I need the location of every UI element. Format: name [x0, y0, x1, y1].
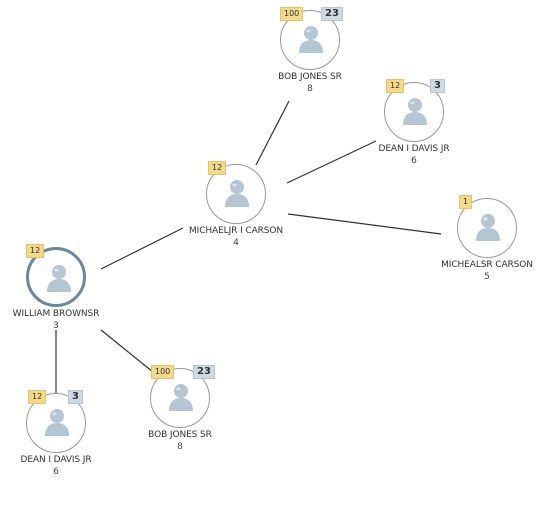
count-badge: 12 — [28, 390, 47, 404]
node-degree: 3 — [53, 321, 59, 331]
count-badge: 1 — [459, 195, 473, 209]
edge-michaeljr-i-carson-to-william-brownsr[interactable] — [100, 227, 184, 270]
count-badge: 100 — [280, 7, 304, 21]
node-label: DEAN I DAVIS JR — [378, 144, 450, 154]
node-degree: 8 — [307, 84, 313, 94]
secondary-badge: 23 — [193, 365, 215, 379]
edge-william-brownsr-to-bob-jones-sr-bottom[interactable] — [100, 329, 154, 373]
node-label: WILLIAM BROWNSR — [12, 309, 100, 319]
count-badge: 12 — [26, 244, 45, 258]
person-avatar-icon — [225, 180, 249, 207]
secondary-badge: 23 — [321, 7, 343, 21]
node-label: DEAN I DAVIS JR — [20, 455, 92, 465]
person-avatar-icon — [476, 214, 500, 241]
secondary-badge: 3 — [68, 390, 83, 404]
node-label: MICHEALSR CARSON — [441, 260, 533, 270]
node-degree: 6 — [411, 156, 417, 166]
count-badge: 100 — [151, 365, 175, 379]
node-degree: 5 — [484, 272, 490, 282]
count-badge: 12 — [386, 79, 405, 93]
person-avatar-icon — [45, 409, 69, 436]
node-degree: 4 — [233, 238, 239, 248]
node-label: MICHAELJR I CARSON — [188, 226, 284, 236]
count-badge: 12 — [208, 161, 227, 175]
edge-michaeljr-i-carson-to-bob-jones-sr-top[interactable] — [255, 100, 290, 166]
secondary-badge: 3 — [430, 79, 445, 93]
node-degree: 6 — [53, 467, 59, 477]
node-label: BOB JONES SR — [148, 430, 212, 440]
person-avatar-icon — [169, 384, 193, 411]
edges-layer — [55, 100, 442, 393]
person-avatar-icon — [403, 98, 427, 125]
edge-michaeljr-i-carson-to-michealsr-carson[interactable] — [287, 213, 442, 235]
node-degree: 8 — [177, 442, 183, 452]
person-avatar-icon — [299, 26, 323, 53]
edge-michaeljr-i-carson-to-dean-i-davis-jr-right[interactable] — [286, 140, 377, 184]
graph-canvas — [55, 100, 442, 393]
person-avatar-icon — [47, 265, 71, 292]
node-label: BOB JONES SR — [278, 72, 342, 82]
